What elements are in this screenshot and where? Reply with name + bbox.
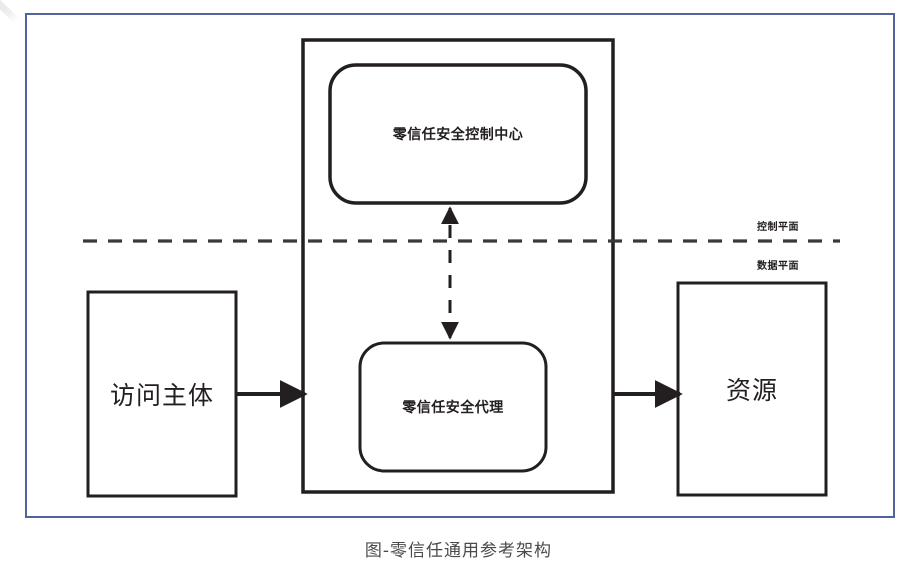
data-plane-label: 数据平面	[757, 261, 799, 272]
node-subject-box	[86, 290, 238, 498]
control-plane-label: 控制平面	[757, 222, 799, 233]
figure-caption: 图-零信任通用参考架构	[364, 541, 553, 561]
node-resource-box	[676, 281, 828, 497]
node-security-agent-box	[358, 341, 548, 473]
node-control-center-box	[328, 63, 588, 205]
